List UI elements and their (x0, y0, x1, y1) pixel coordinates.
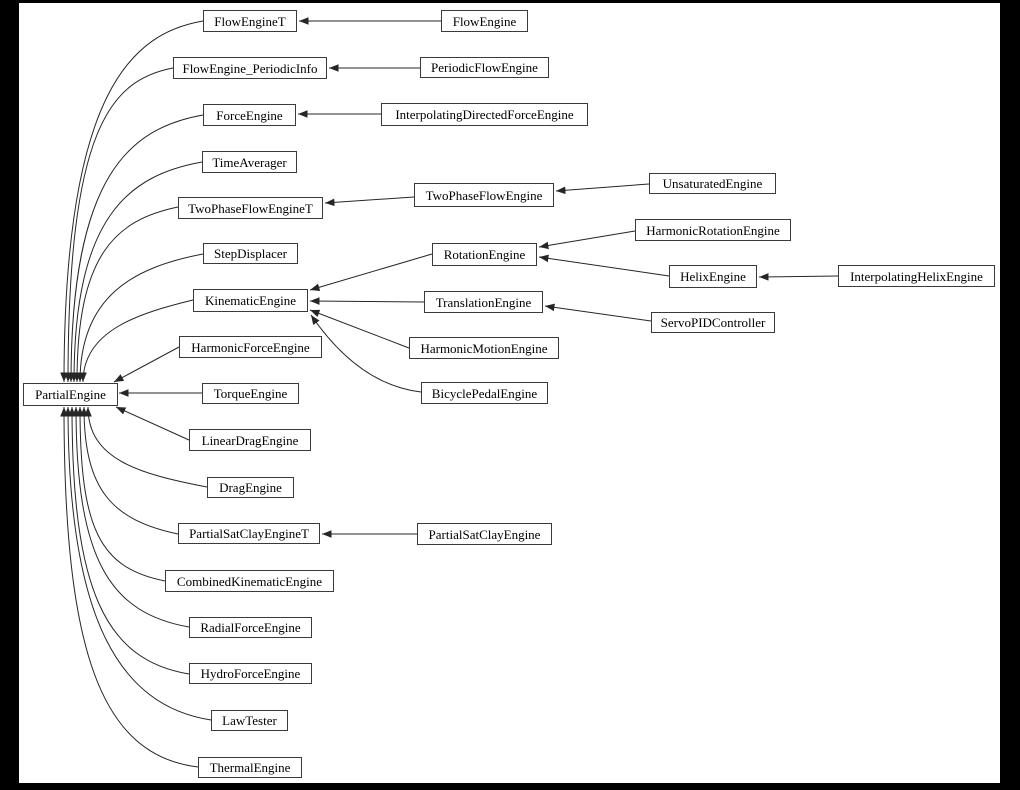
edge-StepDisplacer-to-PartialEngine (76, 253, 204, 383)
node-UnsaturatedEngine[interactable]: UnsaturatedEngine (649, 173, 776, 194)
node-ThermalEngine[interactable]: ThermalEngine (198, 757, 302, 778)
edge-BicyclePedalEngine-to-KinematicEngine (310, 314, 422, 393)
edge-PartialSatClayEngineT-to-PartialEngine (80, 406, 179, 535)
node-BicyclePedalEngine[interactable]: BicyclePedalEngine (421, 382, 548, 404)
node-TranslationEngine[interactable]: TranslationEngine (424, 291, 543, 313)
edge-HydroForceEngine-to-PartialEngine (68, 406, 190, 675)
node-LawTester[interactable]: LawTester (211, 710, 288, 731)
edge-TwoPhaseFlowEngineT-to-PartialEngine (73, 206, 179, 383)
node-HelixEngine[interactable]: HelixEngine (669, 265, 757, 288)
edge-TranslationEngine-to-KinematicEngine (309, 297, 425, 305)
edge-ForceEngine-to-PartialEngine (67, 114, 204, 383)
edge-FlowEngine_PeriodicInfo-to-PartialEngine (64, 67, 174, 383)
node-TwoPhaseFlowEngineT[interactable]: TwoPhaseFlowEngineT (178, 197, 323, 219)
node-FlowEngine[interactable]: FlowEngine (441, 10, 528, 32)
node-PartialEngine: PartialEngine (23, 383, 118, 406)
node-CombinedKinematicEngine[interactable]: CombinedKinematicEngine (165, 570, 334, 592)
edge-HarmonicRotationEngine-to-RotationEngine (538, 230, 636, 250)
node-HarmonicForceEngine[interactable]: HarmonicForceEngine (179, 336, 322, 358)
node-HarmonicMotionEngine[interactable]: HarmonicMotionEngine (409, 337, 559, 359)
edge-HelixEngine-to-RotationEngine (538, 254, 670, 277)
node-TorqueEngine[interactable]: TorqueEngine (202, 383, 299, 404)
edge-UnsaturatedEngine-to-TwoPhaseFlowEngine (555, 183, 650, 195)
node-DragEngine[interactable]: DragEngine (207, 477, 294, 498)
node-FlowEngine_PeriodicInfo[interactable]: FlowEngine_PeriodicInfo (173, 57, 327, 79)
edge-DragEngine-to-PartialEngine (84, 406, 208, 488)
edge-ThermalEngine-to-PartialEngine (60, 406, 199, 768)
edge-InterpolatingHelixEngine-to-HelixEngine (758, 273, 839, 281)
node-ServoPIDController[interactable]: ServoPIDController (651, 312, 775, 333)
edge-ServoPIDController-to-TranslationEngine (544, 303, 652, 322)
edge-HarmonicForceEngine-to-PartialEngine (113, 346, 180, 383)
node-HarmonicRotationEngine[interactable]: HarmonicRotationEngine (635, 219, 791, 241)
edge-LawTester-to-PartialEngine (64, 406, 212, 721)
node-InterpolatingDirectedForceEngine[interactable]: InterpolatingDirectedForceEngine (381, 103, 588, 126)
edge-LinearDragEngine-to-PartialEngine (115, 406, 190, 441)
edge-KinematicEngine-to-PartialEngine (79, 299, 194, 383)
node-PeriodicFlowEngine[interactable]: PeriodicFlowEngine (420, 57, 549, 78)
edge-TwoPhaseFlowEngine-to-TwoPhaseFlowEngineT (324, 196, 415, 207)
node-PartialSatClayEngineT[interactable]: PartialSatClayEngineT (178, 523, 320, 544)
edge-TimeAverager-to-PartialEngine (70, 161, 203, 383)
node-TwoPhaseFlowEngine[interactable]: TwoPhaseFlowEngine (414, 183, 554, 207)
edge-FlowEngineT-to-PartialEngine (60, 20, 204, 383)
node-PartialSatClayEngine[interactable]: PartialSatClayEngine (417, 523, 552, 545)
node-RadialForceEngine[interactable]: RadialForceEngine (189, 617, 312, 638)
edge-HarmonicMotionEngine-to-KinematicEngine (309, 309, 410, 349)
node-HydroForceEngine[interactable]: HydroForceEngine (189, 663, 312, 684)
node-ForceEngine[interactable]: ForceEngine (203, 104, 296, 126)
node-KinematicEngine[interactable]: KinematicEngine (193, 289, 308, 312)
edge-RotationEngine-to-KinematicEngine (309, 253, 433, 291)
node-RotationEngine[interactable]: RotationEngine (432, 243, 537, 266)
node-InterpolatingHelixEngine[interactable]: InterpolatingHelixEngine (838, 265, 995, 287)
node-LinearDragEngine[interactable]: LinearDragEngine (189, 429, 311, 451)
edge-CombinedKinematicEngine-to-PartialEngine (76, 406, 166, 582)
node-StepDisplacer[interactable]: StepDisplacer (203, 243, 298, 264)
node-FlowEngineT[interactable]: FlowEngineT (203, 10, 297, 32)
edge-RadialForceEngine-to-PartialEngine (72, 406, 190, 628)
node-TimeAverager[interactable]: TimeAverager (202, 151, 297, 173)
